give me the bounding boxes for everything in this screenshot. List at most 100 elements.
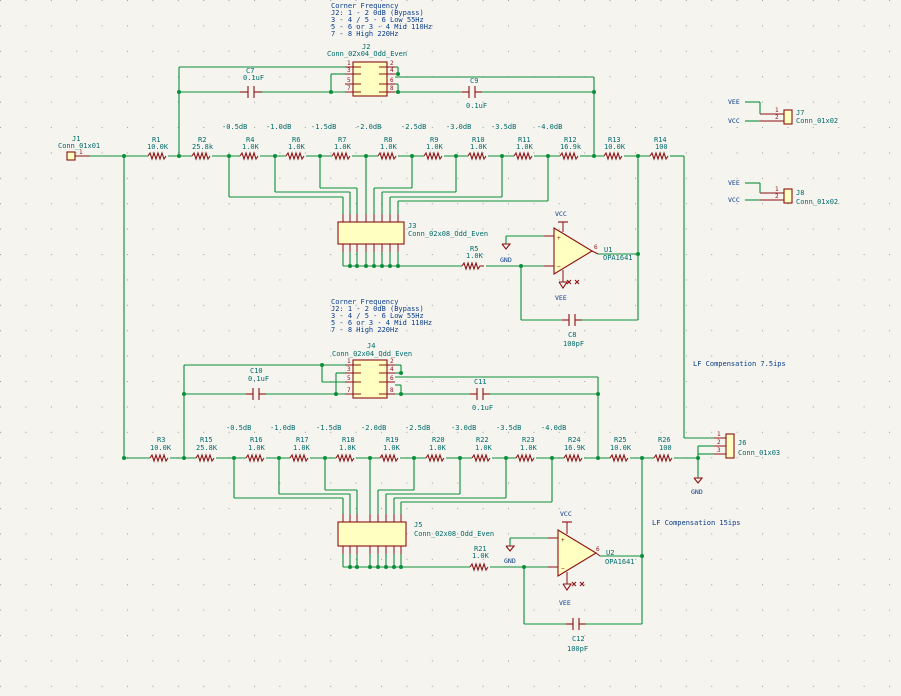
bottom-db-labels: -0.5dB -1.0dB -1.5dB -2.0dB -2.5dB -3.0d…	[226, 424, 566, 432]
connector-j6[interactable]: 1 2 3 J6 Conn_01x03	[714, 431, 780, 459]
top-resistor-r1[interactable]: R1 10.0K	[147, 136, 169, 161]
bottom-resistor-r21[interactable]: R21 1.0K	[469, 545, 490, 572]
svg-text:U2: U2	[606, 549, 614, 557]
svg-text:10.0K: 10.0K	[610, 444, 632, 452]
svg-text:-1.0dB: -1.0dB	[266, 123, 291, 131]
bottom-resistor-r22[interactable]: R22 1.0K	[471, 436, 493, 463]
svg-text:6: 6	[390, 375, 394, 382]
top-resistor-r10[interactable]: R10 1.0K	[467, 136, 488, 161]
svg-text:6: 6	[596, 546, 600, 553]
connector-j7[interactable]: 1 2 VEE VCC J7 Conn_01x02	[728, 98, 838, 125]
svg-text:VCC: VCC	[728, 117, 740, 125]
svg-text:2: 2	[717, 439, 721, 446]
bottom-junctions	[122, 363, 700, 569]
svg-text:1.0K: 1.0K	[339, 444, 357, 452]
bottom-resistor-r20[interactable]: R20 1.0K	[425, 436, 447, 463]
svg-text:R21: R21	[474, 545, 487, 553]
svg-text:C7: C7	[246, 67, 254, 75]
bottom-resistor-r18[interactable]: R18 1.0K	[335, 436, 357, 463]
vee-symbol-u2: VEE	[559, 583, 573, 607]
svg-text:-3.0dB: -3.0dB	[446, 123, 471, 131]
svg-text:16.9K: 16.9K	[564, 444, 586, 452]
svg-text:5: 5	[347, 77, 351, 84]
svg-text:100pF: 100pF	[563, 340, 584, 348]
top-resistor-r9[interactable]: R9 1.0K	[423, 136, 444, 161]
connector-j5[interactable]: J5 Conn_02x08_Odd_Even	[337, 514, 494, 554]
svg-text:3 - 4 / 5 - 6 Low 55Hz: 3 - 4 / 5 - 6 Low 55Hz	[331, 16, 424, 24]
top-resistor-r14[interactable]: R14 100	[649, 136, 669, 161]
svg-text:2: 2	[390, 358, 394, 365]
bottom-resistor-r19[interactable]: R19 1.0K	[379, 436, 401, 463]
svg-text:R10: R10	[472, 136, 485, 144]
bottom-resistor-r16[interactable]: R16 1.0K	[245, 436, 266, 463]
svg-text:C11: C11	[474, 378, 487, 386]
bottom-resistor-r23[interactable]: R23 1.0K	[515, 436, 538, 463]
svg-text:8: 8	[390, 85, 394, 92]
capacitor-c10[interactable]: C10 0.1uF	[246, 367, 269, 400]
top-resistor-r5[interactable]: R5 1.0K	[461, 245, 484, 271]
svg-text:VEE: VEE	[559, 599, 571, 607]
svg-text:GND: GND	[504, 557, 516, 565]
corner-frequency-note-top: Corner Frequency J2: 1 - 2 0dB (Bypass) …	[331, 2, 432, 38]
svg-text:-2.0dB: -2.0dB	[361, 424, 386, 432]
svg-text:10.0K: 10.0K	[150, 444, 172, 452]
svg-text:Conn_02x04_Odd_Even: Conn_02x04_Odd_Even	[332, 350, 412, 358]
svg-text:100pF: 100pF	[567, 645, 588, 653]
gnd-symbol-j6: GND	[691, 477, 704, 496]
j1-ref: J1	[72, 135, 80, 143]
connector-j3[interactable]: J3 Conn_02x08_Odd_Even	[337, 214, 488, 252]
svg-text:−: −	[561, 565, 565, 572]
svg-text:R6: R6	[292, 136, 300, 144]
svg-text:U1: U1	[604, 246, 612, 254]
svg-text:VCC: VCC	[560, 510, 572, 518]
svg-text:7 - 8 High 220Hz: 7 - 8 High 220Hz	[331, 326, 398, 334]
svg-text:2: 2	[390, 60, 394, 67]
svg-text:3: 3	[347, 366, 351, 373]
svg-text:R7: R7	[338, 136, 346, 144]
bottom-resistor-r25[interactable]: R25 10.0K	[609, 436, 632, 463]
top-resistor-r6[interactable]: R6 1.0K	[285, 136, 306, 161]
svg-text:J7: J7	[796, 109, 804, 117]
top-resistor-r11[interactable]: R11 1.0K	[513, 136, 534, 161]
capacitor-c7[interactable]: C7 0.1uF	[240, 67, 264, 98]
connector-j8[interactable]: 1 2 VEE VCC J8 Conn_01x02	[728, 179, 838, 206]
capacitor-c8[interactable]: C8 100pF	[562, 314, 584, 348]
svg-text:J2: 1 - 2 0dB (Bypass): J2: 1 - 2 0dB (Bypass)	[331, 9, 424, 17]
svg-text:10.0K: 10.0K	[604, 143, 626, 151]
svg-text:R17: R17	[296, 436, 309, 444]
top-resistor-r4[interactable]: R4 1.0K	[239, 136, 260, 161]
top-resistor-r13[interactable]: R13 10.0K	[603, 136, 626, 161]
capacitor-c11[interactable]: C11 0.1uF	[470, 378, 493, 412]
capacitor-c9[interactable]: C9 0.1uF	[462, 77, 487, 110]
svg-text:-1.0dB: -1.0dB	[270, 424, 295, 432]
svg-text:R24: R24	[568, 436, 581, 444]
svg-text:16.9k: 16.9k	[560, 143, 582, 151]
opamp-u1[interactable]: + − 6 U1 OPA1641	[544, 222, 633, 282]
opamp-u2[interactable]: + − 6 U2 OPA1641	[548, 522, 635, 584]
svg-text:3 - 4 / 5 - 6 Low 55Hz: 3 - 4 / 5 - 6 Low 55Hz	[331, 312, 424, 320]
svg-text:1: 1	[717, 431, 721, 438]
top-main-wires	[90, 66, 714, 459]
svg-text:+: +	[557, 235, 561, 242]
top-resistor-r12[interactable]: R12 16.9k	[559, 136, 582, 161]
svg-text:C10: C10	[250, 367, 263, 375]
top-resistor-r7[interactable]: R7 1.0K	[331, 136, 352, 161]
bottom-resistor-r17[interactable]: R17 1.0K	[289, 436, 311, 463]
svg-text:-4.0dB: -4.0dB	[541, 424, 566, 432]
svg-text:8: 8	[390, 387, 394, 394]
top-resistor-r2[interactable]: R2 25.8k	[191, 136, 214, 161]
bottom-resistor-r3[interactable]: R3 10.0K	[149, 436, 172, 463]
svg-text:VCC: VCC	[555, 210, 567, 218]
top-resistor-r8[interactable]: R8 1.0K	[377, 136, 398, 161]
bottom-resistor-r26[interactable]: R26 100	[653, 436, 673, 463]
svg-text:2: 2	[775, 114, 779, 121]
bottom-resistor-r15[interactable]: R15 25.8K	[195, 436, 218, 463]
connector-j1[interactable]: J1 Conn_01x01 1	[58, 135, 100, 161]
capacitor-c12[interactable]: C12 100pF	[566, 618, 588, 653]
svg-text:1.0K: 1.0K	[380, 143, 398, 151]
svg-text:5 - 6 or 3 - 4 Mid 110Hz: 5 - 6 or 3 - 4 Mid 110Hz	[331, 319, 432, 327]
bottom-resistor-r24[interactable]: R24 16.9K	[563, 436, 586, 463]
lf-compensation-15ips-label: LF Compensation 15ips	[652, 519, 741, 527]
